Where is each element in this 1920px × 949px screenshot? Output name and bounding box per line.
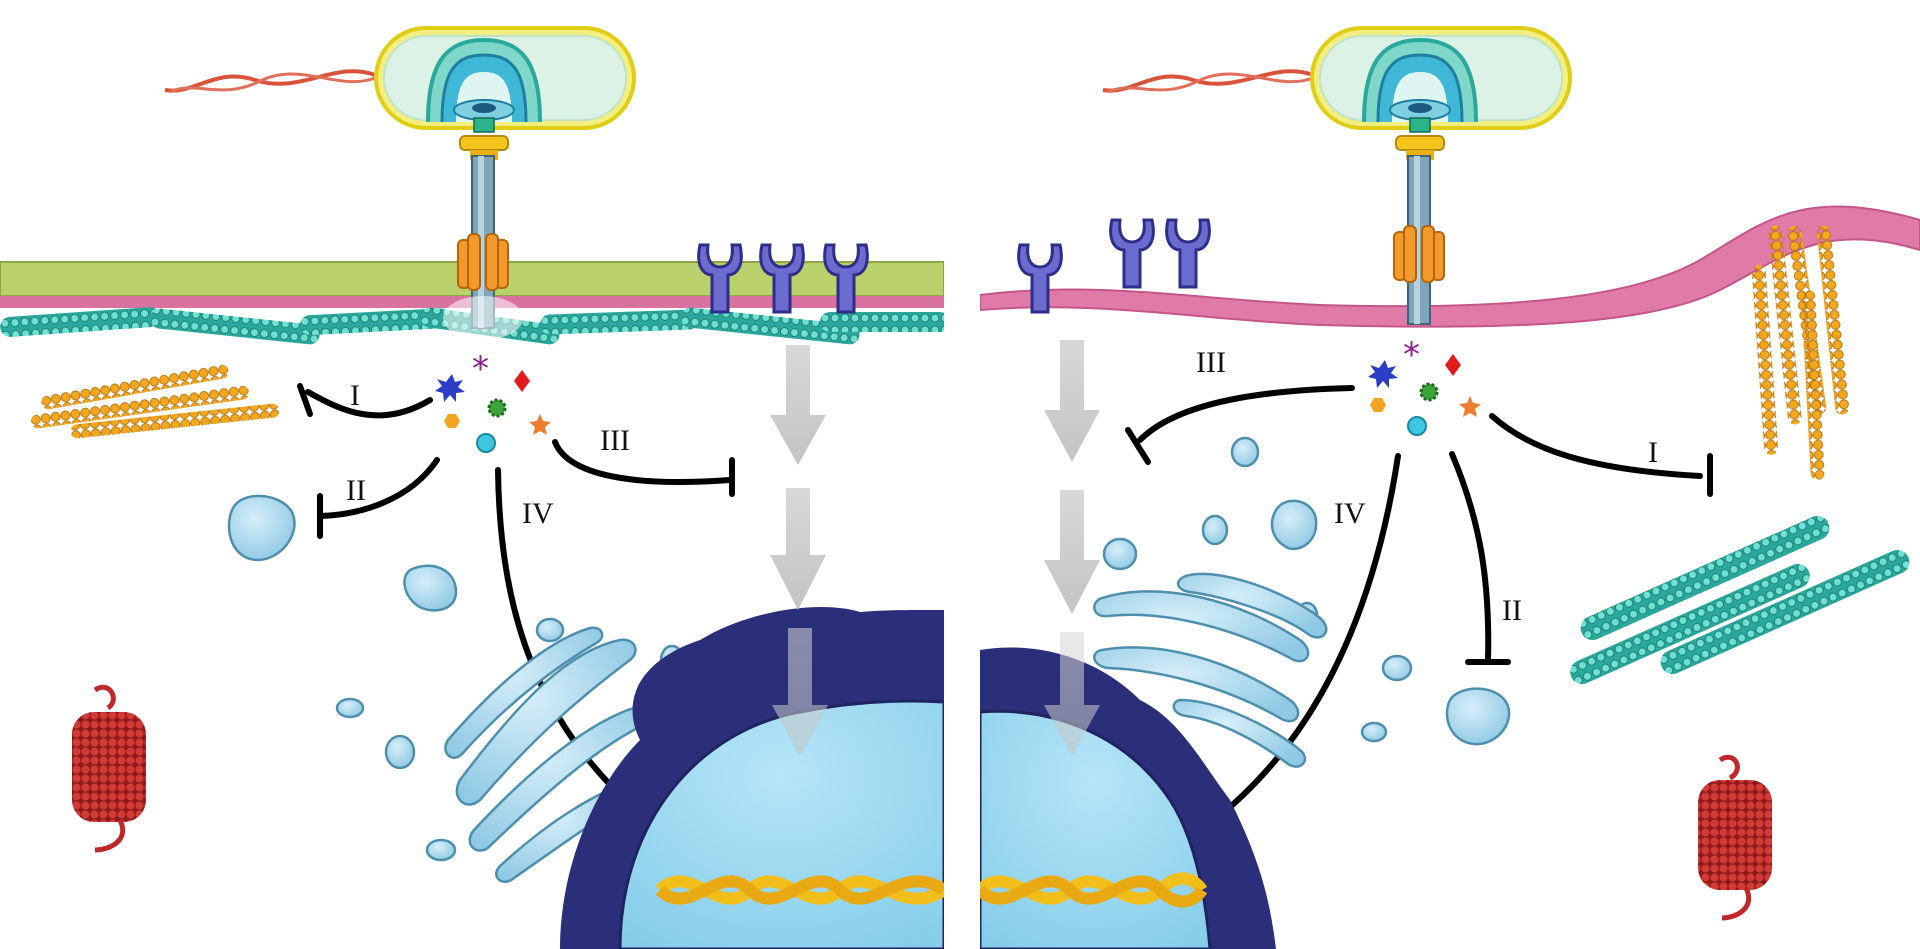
bacterium-icon [1102,26,1572,160]
microtubule-bundle [1570,515,1910,684]
vesicles [227,494,685,862]
pathway-label-iii: III [600,424,630,457]
panel-divider [944,0,980,949]
left-panel: * I II III IV [0,26,944,949]
golgi-apparatus [444,626,655,883]
receptor-icon [697,243,869,314]
effector-icons: * [435,349,551,453]
right-panel: * III I II IV [980,26,1920,949]
receptor-icon [1017,218,1211,314]
pathway-label-i: I [1648,436,1658,469]
dna-helix-icon [980,872,1208,908]
actin-filaments [1751,225,1850,480]
cortical-microtubules [0,307,944,345]
bacterium-icon [164,26,636,160]
signal-arrows [770,345,828,756]
pathway-label-ii: II [1502,594,1522,627]
inhibition-lines [1125,385,1713,861]
vesicles [1102,436,1511,746]
signal-arrows [1044,340,1100,756]
svg-text:*: * [472,349,489,389]
dna-helix-icon [655,875,944,905]
right-pathway-labels: III I II IV [1196,346,1658,627]
nucleus [560,607,944,949]
effector-icons: * [1368,335,1481,436]
protein-complex-icon [72,684,146,853]
pathway-label-ii: II [346,474,366,507]
pathway-label-iv: IV [1334,497,1366,530]
golgi-apparatus [1093,572,1328,768]
pathway-label-iv: IV [522,497,554,530]
actin-bundle [31,364,280,439]
secretion-system-icon [1393,155,1445,325]
secretion-system-icon [443,155,523,340]
left-pathway-labels: I II III IV [346,379,630,530]
protein-complex-icon [1698,754,1772,921]
pathway-label-i: I [350,379,360,412]
svg-text:*: * [1403,335,1420,375]
pathway-label-iii: III [1196,346,1226,379]
